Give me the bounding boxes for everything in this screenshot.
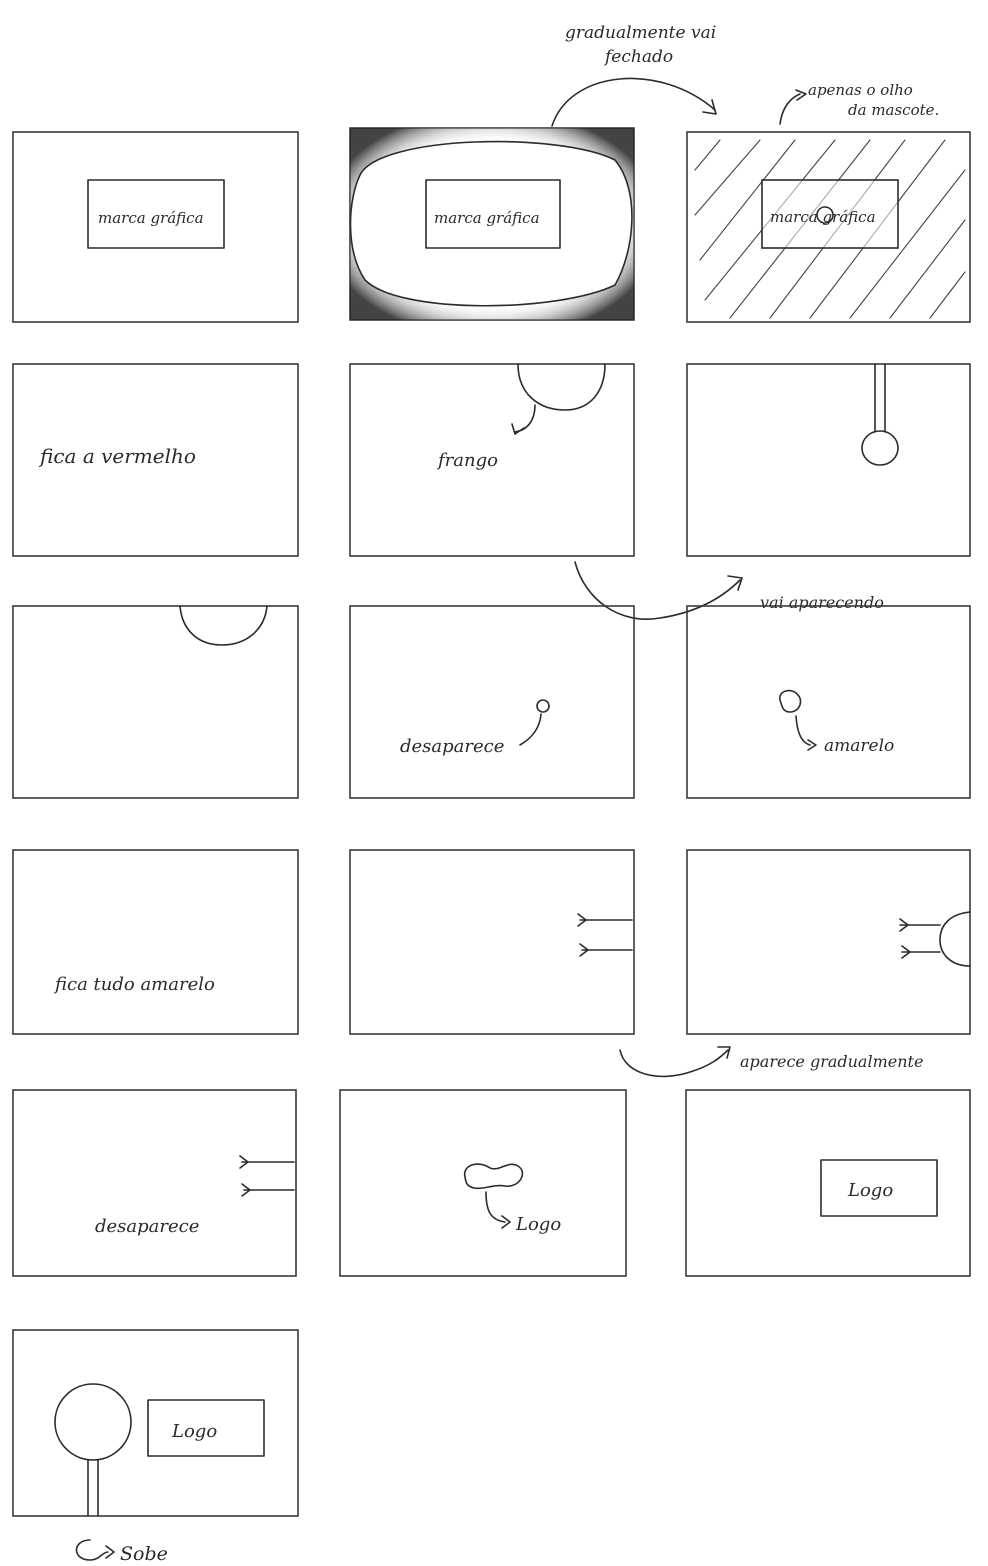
frame-15-label: Logo <box>847 1180 893 1201</box>
frame-8-label: desaparece <box>400 736 504 757</box>
ball-large <box>55 1384 131 1460</box>
frame-14: Logo <box>340 1090 626 1276</box>
frame-5-label: frango <box>436 450 498 471</box>
frame-15: Logo <box>686 1090 970 1276</box>
ball <box>862 431 898 465</box>
frame-4-label: fica a vermelho <box>38 444 196 468</box>
arrow-head <box>512 424 524 434</box>
frame-6 <box>687 364 970 556</box>
frame-4: fica a vermelho <box>13 364 298 556</box>
frame-2: marca gráfica <box>350 128 634 320</box>
arrow-appears-gradually <box>620 1050 728 1076</box>
arrow-logo <box>486 1192 505 1222</box>
frame-10-label: fica tudo amarelo <box>53 974 215 995</box>
frame-12 <box>687 850 970 1034</box>
note-appears-gradually: aparece gradualmente <box>740 1052 923 1071</box>
frame-9-label: amarelo <box>824 736 894 756</box>
frame-14-label: Logo <box>515 1214 561 1235</box>
arrow-chicken <box>515 405 535 432</box>
arrow-eye <box>780 94 800 124</box>
half-circle-right <box>940 912 970 966</box>
frame-5: frango <box>350 364 634 556</box>
logo-blob <box>465 1164 523 1188</box>
frame-10: fica tudo amarelo <box>13 850 298 1034</box>
half-circle <box>180 606 267 645</box>
small-blob <box>537 700 549 712</box>
frame-1-label: marca gráfica <box>98 209 204 227</box>
arrow-rises <box>77 1540 109 1560</box>
frame-3-label: marca gráfica <box>770 208 876 226</box>
frame-16-label: Logo <box>171 1421 217 1442</box>
arrow-disappear <box>520 714 541 745</box>
note-rises: Sobe <box>120 1543 168 1565</box>
note-eye-2: da mascote. <box>848 101 939 119</box>
note-appearing: vai aparecendo <box>760 593 884 612</box>
arrow-appearing <box>575 562 740 619</box>
frame-2-label: marca gráfica <box>434 209 540 227</box>
frame-7 <box>13 606 298 798</box>
note-gradually-1: gradualmente vai <box>565 23 716 43</box>
frame-13: desaparece <box>13 1090 296 1276</box>
note-eye-1: apenas o olho <box>808 81 913 99</box>
arrow-closing <box>552 78 715 126</box>
small-blob <box>780 691 801 712</box>
frame-1: marca gráfica <box>13 132 298 322</box>
frame-13-label: desaparece <box>95 1216 199 1237</box>
frame-9: amarelo <box>687 606 970 798</box>
frame-11 <box>350 850 634 1034</box>
note-gradually-2: fechado <box>603 47 673 67</box>
frame-16: Logo <box>13 1330 298 1516</box>
chicken-body <box>518 364 605 410</box>
frame-3: marca gráfica <box>687 132 970 322</box>
frame-8: desaparece <box>350 606 634 798</box>
